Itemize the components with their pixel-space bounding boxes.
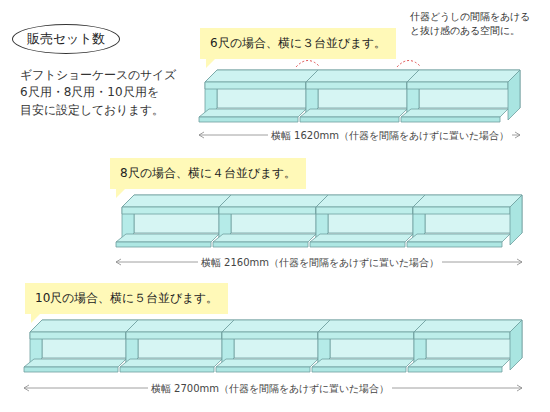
dimension-label: 横幅 2700mm（什器を間隔をあけずに置いた場合） [148,382,392,396]
showcase-unit [24,320,138,372]
node-text: 販売セット数 [27,30,105,48]
showcase-unit [300,70,419,122]
showcase-panel [122,195,231,207]
showcase-unit [116,195,231,247]
showcase-panel [312,359,414,367]
showcase-panel [216,359,318,367]
showcase-panel [120,367,214,372]
showcase-panel [510,195,522,245]
showcase-panel [407,242,502,247]
showcase-panel [24,367,118,372]
showcase-panel [413,195,522,207]
showcase-panel [30,332,126,339]
showcase-panel [316,195,425,207]
showcase-panel [414,320,522,332]
showcase-panel [407,70,520,82]
showcase-panel [222,332,318,339]
showcase-panel [216,367,310,372]
showcase-panel [24,359,126,367]
callout-box: 6尺の場合、横に３台並びます。 [200,28,396,59]
node-text: 8尺の場合、横に４台並びます。 [120,165,296,182]
showcase-panel [30,320,138,332]
showcase-unit [401,70,520,122]
showcase-panel [407,82,508,89]
dimension-arrow [517,385,522,391]
showcase-panel [213,234,316,242]
dimension-arrow [515,132,520,138]
showcase-panel [306,70,419,82]
showcase-panel [408,359,510,367]
dimension-label: 横幅 1620mm（什器を間隔をあけずに置いた場合） [268,129,512,143]
node-text: 6尺の場合、横に３台並びます。 [210,35,386,52]
dimension-lines [24,132,522,391]
gap-arc [296,61,320,68]
callout-box: 10尺の場合、横に５台並びます。 [25,283,228,314]
showcase-panel [126,320,234,332]
showcase-unit [213,195,328,247]
showcase-panel [205,82,306,89]
dimension-arrow [199,132,204,138]
showcase-panel [306,82,407,89]
showcase-panel [199,117,298,122]
showcase-panel [122,207,219,214]
dimension-arrow [116,259,121,265]
callout-box: 8尺の場合、横に４台並びます。 [110,158,306,189]
showcase-panel [116,234,219,242]
showcase-unit [312,320,426,372]
showcase-panel [120,359,222,367]
showcase-panel [510,320,522,370]
showcase-panel [310,234,413,242]
showcase-unit [216,320,330,372]
gap-arc [397,61,421,68]
showcase-panel [205,70,318,82]
showcase-unit [310,195,425,247]
showcase-panel [401,117,500,122]
description-text: ギフトショーケースのサイズ 6尺用・8尺用・10尺用を 目安に設定しております。 [20,67,202,119]
showcase-panel [126,332,222,339]
showcase-panel [116,242,211,247]
showcase-panel [508,70,520,120]
showcase-panel [414,332,510,339]
showcase-unit [120,320,234,372]
showcase-panel [401,109,508,117]
showcase-panel [316,207,413,214]
showcase-panel [310,242,405,247]
showcase-panel [222,320,330,332]
showcase-panel [219,195,328,207]
showcase-panel [408,367,502,372]
heading-ellipse: 販売セット数 [12,24,120,54]
showcase-unit [407,195,522,247]
showcase-panel [300,109,407,117]
dimension-arrow [517,259,522,265]
dimension-label: 横幅 2160mm（什器を間隔をあけずに置いた場合） [198,256,442,270]
showcase-panel [407,234,510,242]
showcase-panel [318,320,426,332]
showcase-unit [199,70,318,122]
showcase-panel [199,109,306,117]
note-text: 什器どうしの間隔をあける と抜け感のある空間に。 [410,10,546,38]
showcase-panel [300,117,399,122]
node-text: 10尺の場合、横に５台並びます。 [35,290,218,307]
showcase-panel [318,332,414,339]
showcase-panel [413,207,510,214]
showcase-panel [213,242,308,247]
showcase-panel [219,207,316,214]
showcase-unit [408,320,522,372]
dimension-arrow [24,385,29,391]
showcase-panel [312,367,406,372]
